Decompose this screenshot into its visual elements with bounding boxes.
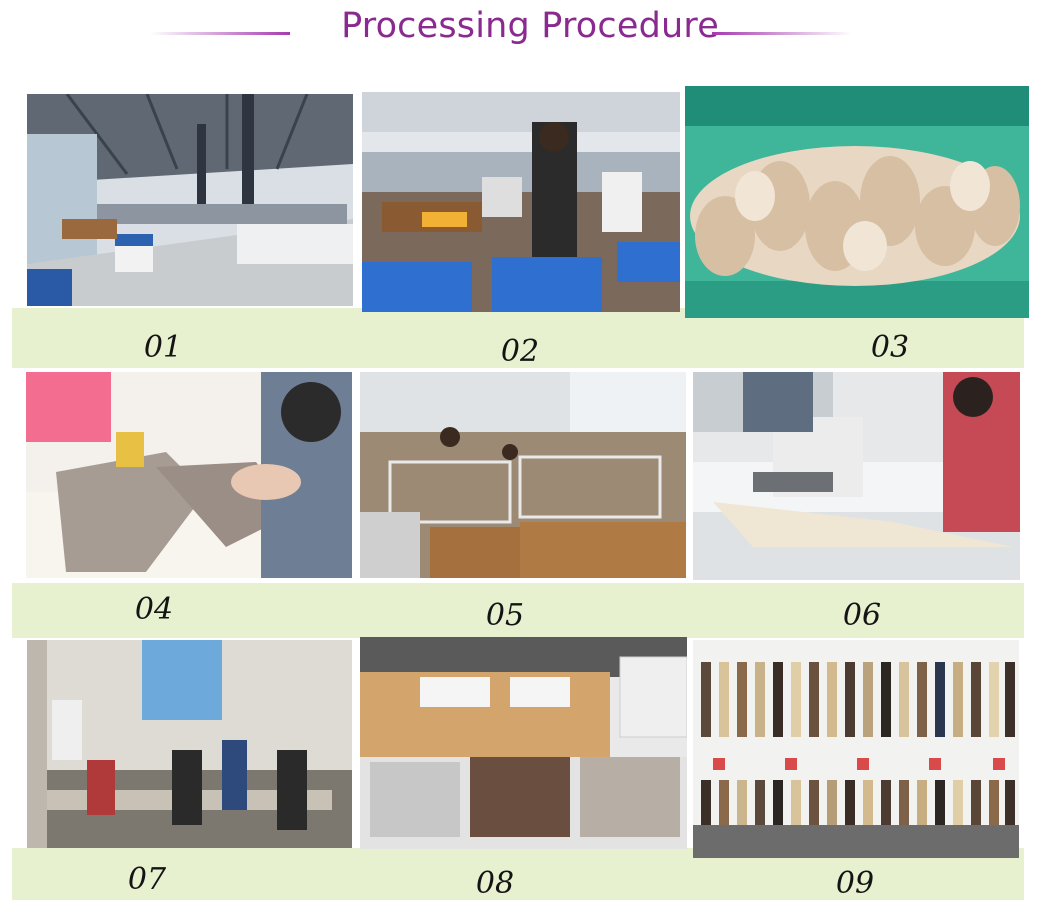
step-03-photo-hair-in-tray xyxy=(685,86,1029,318)
step-08-number: 08 xyxy=(475,866,515,901)
page-title: Processing Procedure xyxy=(341,6,719,46)
step-06-photo-sewing-machine xyxy=(693,372,1020,580)
step-08-photo-packaged-hair-boxes xyxy=(360,637,687,849)
left-decorative-rule xyxy=(150,32,290,35)
step-03-number: 03 xyxy=(870,330,910,365)
step-05-number: 05 xyxy=(485,598,525,633)
step-02-number: 02 xyxy=(500,334,540,369)
step-01-photo-factory-floor xyxy=(27,94,353,306)
step-09-photo-hair-samples-display xyxy=(693,640,1019,858)
step-01-number: 01 xyxy=(143,330,183,365)
step-02-photo-sorting-workers xyxy=(362,92,680,312)
caption-band-row-1 xyxy=(12,308,1024,368)
step-04-number: 04 xyxy=(134,592,174,627)
step-04-photo-hand-combing xyxy=(26,372,352,578)
step-09-number: 09 xyxy=(835,866,875,901)
right-decorative-rule xyxy=(712,32,852,35)
step-07-photo-workroom xyxy=(27,640,352,848)
step-06-number: 06 xyxy=(842,598,882,633)
caption-band-row-2 xyxy=(12,583,1024,638)
step-05-photo-wefting-stations xyxy=(360,372,686,578)
step-07-number: 07 xyxy=(127,862,167,897)
